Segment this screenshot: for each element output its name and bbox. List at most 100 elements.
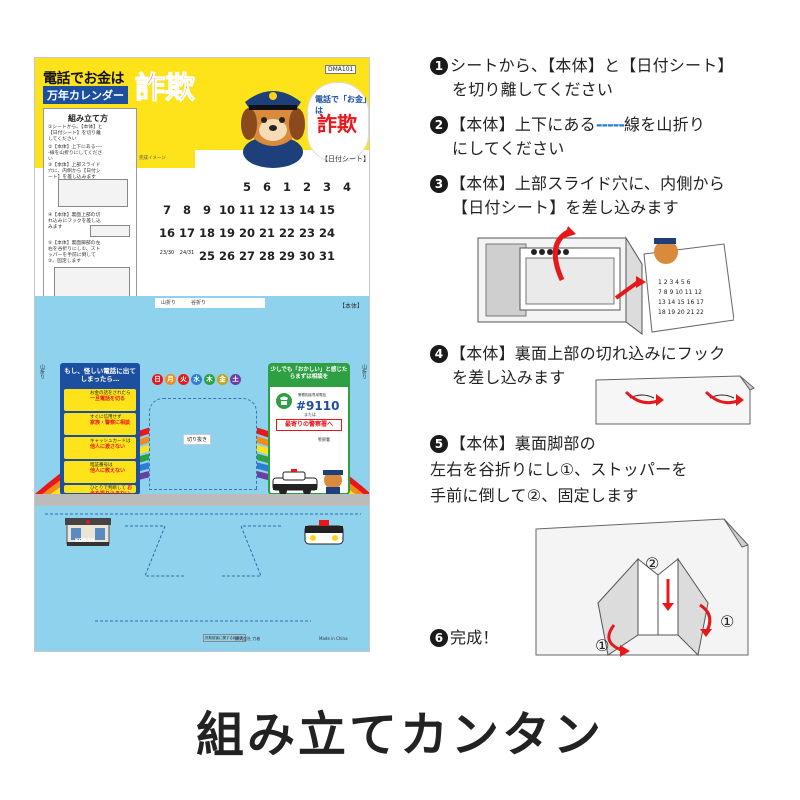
fold-marker-1-left: ① — [595, 636, 610, 655]
assembly-title: 組み立て方 — [68, 114, 108, 123]
date-cell: 15 — [318, 203, 335, 217]
step-text: 【本体】上下にある — [450, 115, 596, 134]
step-2-line2: にしてください — [452, 139, 565, 158]
sheet-big-word: 詐欺 — [135, 71, 196, 107]
step-number-1: 1 — [430, 57, 448, 75]
step-4-line1: 4【本体】裏面上部の切れ込みにフック — [430, 340, 725, 364]
date-cell: 16 — [158, 226, 175, 240]
date-cell: 3 — [322, 180, 331, 194]
date-cell: 18 — [198, 226, 215, 240]
date-sheet-label: 【日付シート】 — [321, 155, 370, 163]
assembly-image-3 — [58, 179, 128, 207]
bubble-text-line2: 詐欺 — [317, 112, 357, 136]
sheet-top-section: 電話でお金は 万年カレンダー 詐欺 DMA101 電話で「お金」は 詐欺 組み立… — [35, 58, 370, 338]
date-cell: 8 — [182, 203, 191, 217]
weekday-pill: 月 — [165, 374, 176, 385]
step-2-line1: 2【本体】上下にある-----線を山折り — [430, 111, 705, 135]
koban-illustration — [65, 518, 111, 546]
date-cell: 23 — [298, 226, 315, 240]
weekday-pill: 木 — [204, 374, 215, 385]
date-cell: 10 — [218, 203, 235, 217]
step-text: 【本体】裏面上部の切れ込みにフック — [450, 344, 726, 363]
koban-label: KOBAN — [75, 538, 95, 544]
side-fold-label-left: 山折り — [39, 364, 45, 379]
step-number-6: 6 — [430, 629, 448, 647]
police-car-front-illustration — [304, 520, 344, 545]
assembly-image-4 — [90, 225, 130, 237]
date-cell: 13 — [278, 203, 295, 217]
step-5-line2: 左右を谷折りにし①、ストッパーを — [430, 460, 688, 479]
weekday-pill: 水 — [191, 374, 202, 385]
svg-text:18 19 20 21 22: 18 19 20 21 22 — [658, 309, 704, 316]
weekday-pill: 火 — [178, 374, 189, 385]
step-number-2: 2 — [430, 116, 448, 134]
weekday-pill: 金 — [217, 374, 228, 385]
weekday-pill: 土 — [230, 374, 241, 385]
road-strip — [35, 494, 369, 506]
warning-item: すぐに信用せず家族・警察に相談 — [64, 413, 136, 435]
date-cell-combined: 23/30 — [159, 250, 175, 256]
warning-item: 暗証番号は他人に教えない — [64, 461, 136, 483]
date-cell: 1 — [282, 180, 291, 194]
date-cell: 24 — [318, 226, 335, 240]
assembly-step-1: ①シートから、【本体】と【日付シート】を切り離してください — [48, 125, 103, 142]
step-text: 【本体】裏面脚部の — [450, 434, 596, 453]
date-cell: 22 — [278, 226, 295, 240]
date-cell: 11 — [238, 203, 255, 217]
svg-text:13 14 15 16 17: 13 14 15 16 17 — [658, 299, 704, 306]
warning-text: お金の話をされたら — [90, 391, 131, 396]
fold-marker-1-right: ① — [720, 612, 735, 631]
date-cell-combined: 24/31 — [179, 250, 195, 256]
step-number-3: 3 — [430, 175, 448, 193]
footer-maker: 株式会社 力者 — [235, 636, 261, 641]
side-fold-label-right: 山折り — [361, 364, 367, 379]
date-cell: 5 — [242, 180, 251, 194]
step-number-4: 4 — [430, 345, 448, 363]
consult-sub: 警察相談専用電話 — [298, 393, 326, 397]
warning-item: ひとりで判断して お金を振り込まない — [64, 485, 136, 496]
fold-legend: 山折り 谷折り — [155, 298, 265, 308]
mountain-fold-dash: ----- — [595, 115, 625, 134]
consult-head: 少しでも「おかしい」と感じたらまずは相談を — [270, 365, 348, 387]
date-cell: 30 — [298, 249, 315, 263]
step-5-line3: 手前に倒して②、固定します — [430, 486, 639, 505]
page-title: 組み立てカンタン — [195, 707, 604, 763]
warning-strong: 一旦電話を切る — [90, 395, 126, 402]
weekday-pill: 日 — [152, 374, 163, 385]
date-cell: 31 — [318, 249, 335, 263]
warning-strong: 他人に教えない — [90, 467, 126, 474]
step-3-line2: 【日付シート】を差し込みます — [452, 198, 679, 217]
stand-cut-lines — [45, 513, 361, 622]
warning-item: お金の話をされたら一旦電話を切る — [64, 389, 136, 411]
date-cell: 2 — [302, 180, 311, 194]
date-cell: 4 — [342, 180, 351, 194]
date-cell: 7 — [162, 203, 171, 217]
warning-strong: お金を振り込まない — [90, 485, 133, 496]
warning-card: もし、怪しい電話に出てしまったら… お金の話をされたら一旦電話を切る すぐに信用… — [60, 363, 140, 496]
svg-text:1 2 3 4 5 6: 1 2 3 4 5 6 — [658, 279, 691, 286]
date-cell: 17 — [178, 226, 195, 240]
dog-speech-bubble — [307, 82, 369, 162]
sheet-title-line1: 電話でお金は — [43, 71, 125, 87]
step-text: シートから、【本体】と【日付シート】 — [450, 56, 734, 75]
warning-text: すぐに信用せず — [90, 415, 122, 420]
date-cell: 27 — [238, 249, 255, 263]
date-cell: 25 — [198, 249, 215, 263]
assembly-step-2: ②【本体】上下にある-----線を山折りにしてください — [48, 145, 103, 162]
warning-item: キャッシュカードは他人に渡さない — [64, 437, 136, 459]
date-cell: 28 — [258, 249, 275, 263]
date-cell: 29 — [278, 249, 295, 263]
date-cell: 21 — [258, 226, 275, 240]
footer-made-in: Made in China — [319, 636, 348, 641]
assembly-step-5: ⑤【本体】裏面脚部の左右を谷折りにし①、ストッパーを手前に倒して②、固定します — [48, 241, 101, 264]
sheet-title-line2: 万年カレンダー — [43, 86, 128, 104]
calendar-sheet: 電話でお金は 万年カレンダー 詐欺 DMA101 電話で「お金」は 詐欺 組み立… — [34, 57, 370, 652]
date-cell: 14 — [298, 203, 315, 217]
cutout-label: 切り抜き — [183, 434, 212, 445]
warning-strong: 家族・警察に相談 — [90, 419, 131, 426]
warning-strong: 他人に渡さない — [90, 443, 126, 450]
step-text: 完成！ — [450, 628, 499, 647]
step-4-line2: を差し込みます — [452, 368, 566, 387]
